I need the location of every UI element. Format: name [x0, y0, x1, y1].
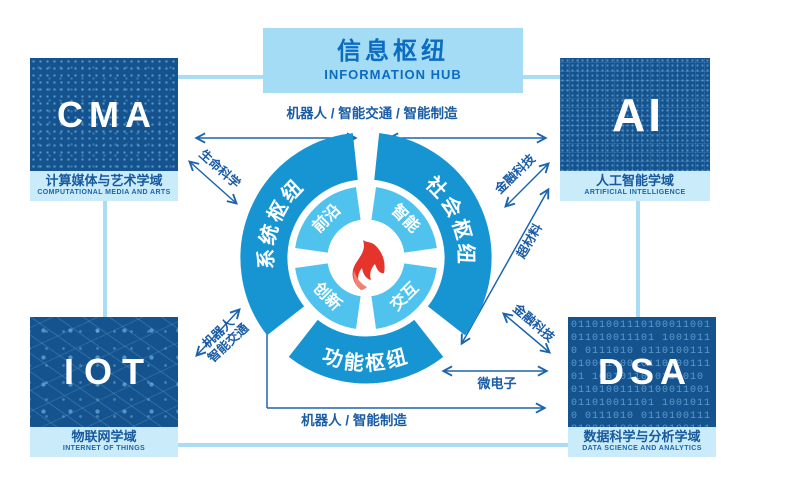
iot-caption-en: INTERNET OF THINGS — [62, 444, 146, 452]
iot-caption: 物联网学域 INTERNET OF THINGS — [30, 427, 178, 457]
edge-label-microelectronics: 微电子 — [476, 376, 516, 391]
edge-label-metamaterial: 超材料 — [513, 220, 545, 261]
cma-caption: 计算媒体与艺术学域 COMPUTATIONAL MEDIA AND ARTS — [30, 171, 178, 201]
domain-box-iot: IOT 物联网学域 INTERNET OF THINGS — [30, 317, 178, 457]
dsa-caption: 数据科学与分析学域 DATA SCIENCE AND ANALYTICS — [568, 427, 716, 457]
arrow-robot-transport — [195, 308, 241, 357]
quadrant-interaction — [370, 262, 437, 329]
iot-caption-zh: 物联网学域 — [71, 429, 137, 445]
cma-caption-en: COMPUTATIONAL MEDIA AND ARTS — [37, 188, 171, 196]
cma-tile: CMA — [30, 58, 178, 172]
quadrant-intelligence — [370, 187, 437, 254]
dsa-binary-pattern: 01101001110100011001011010011101 1001011… — [571, 320, 712, 427]
quadrant-frontier — [295, 187, 362, 254]
ring-segment-system — [240, 133, 359, 336]
relation-arrows — [188, 132, 552, 414]
cma-abbr: CMA — [57, 93, 157, 135]
ring-segment-function — [288, 319, 444, 384]
domain-box-ai: AI 人工智能学域 ARTIFICIAL INTELLIGENCE — [560, 58, 710, 201]
connector-lines — [103, 75, 640, 447]
ai-circuit-pattern — [560, 58, 710, 172]
ring-segment-society — [373, 133, 492, 336]
ai-tile: AI — [560, 58, 710, 172]
iot-network-pattern — [30, 317, 178, 428]
dsa-tile: 01101001110100011001011010011101 1001011… — [568, 317, 716, 428]
info-hub-box: 信息枢纽 INFORMATION HUB — [263, 28, 523, 93]
cma-caption-zh: 计算媒体与艺术学域 — [45, 173, 163, 189]
quadrant-innovation — [295, 262, 362, 329]
info-hub-subtitle: INFORMATION HUB — [324, 67, 462, 83]
edge-label-bottom: 机器人 / 智能制造 — [301, 412, 407, 428]
iot-tile: IOT — [30, 317, 178, 428]
flame-icon — [327, 219, 405, 297]
ai-caption: 人工智能学域 ARTIFICIAL INTELLIGENCE — [560, 171, 710, 201]
dsa-abbr: DSA — [597, 351, 692, 392]
edge-label-top: 机器人 / 智能交通 / 智能制造 — [286, 105, 458, 121]
edge-label-life-science: 生命科学 — [196, 146, 244, 191]
domain-box-dsa: 01101001110100011001011010011101 1001011… — [568, 317, 716, 457]
iot-abbr: IOT — [64, 351, 154, 392]
dsa-caption-en: DATA SCIENCE AND ANALYTICS — [582, 444, 702, 452]
ai-caption-zh: 人工智能学域 — [595, 173, 674, 189]
ai-caption-en: ARTIFICIAL INTELLIGENCE — [584, 188, 686, 196]
dsa-caption-zh: 数据科学与分析学域 — [583, 429, 701, 445]
hub-ring: 系统枢纽 社会枢纽 功能枢纽 前沿 智能 创新 交互 — [240, 133, 492, 384]
cma-dot-pattern — [30, 58, 178, 172]
arrow-fintech-lower — [501, 312, 552, 354]
arrow-life-science — [188, 160, 238, 205]
edge-label-fintech-upper: 金融科技 — [491, 151, 538, 198]
ai-abbr: AI — [612, 88, 664, 141]
info-hub-title: 信息枢纽 — [337, 37, 449, 65]
domain-box-cma: CMA 计算媒体与艺术学域 COMPUTATIONAL MEDIA AND AR… — [30, 58, 178, 201]
